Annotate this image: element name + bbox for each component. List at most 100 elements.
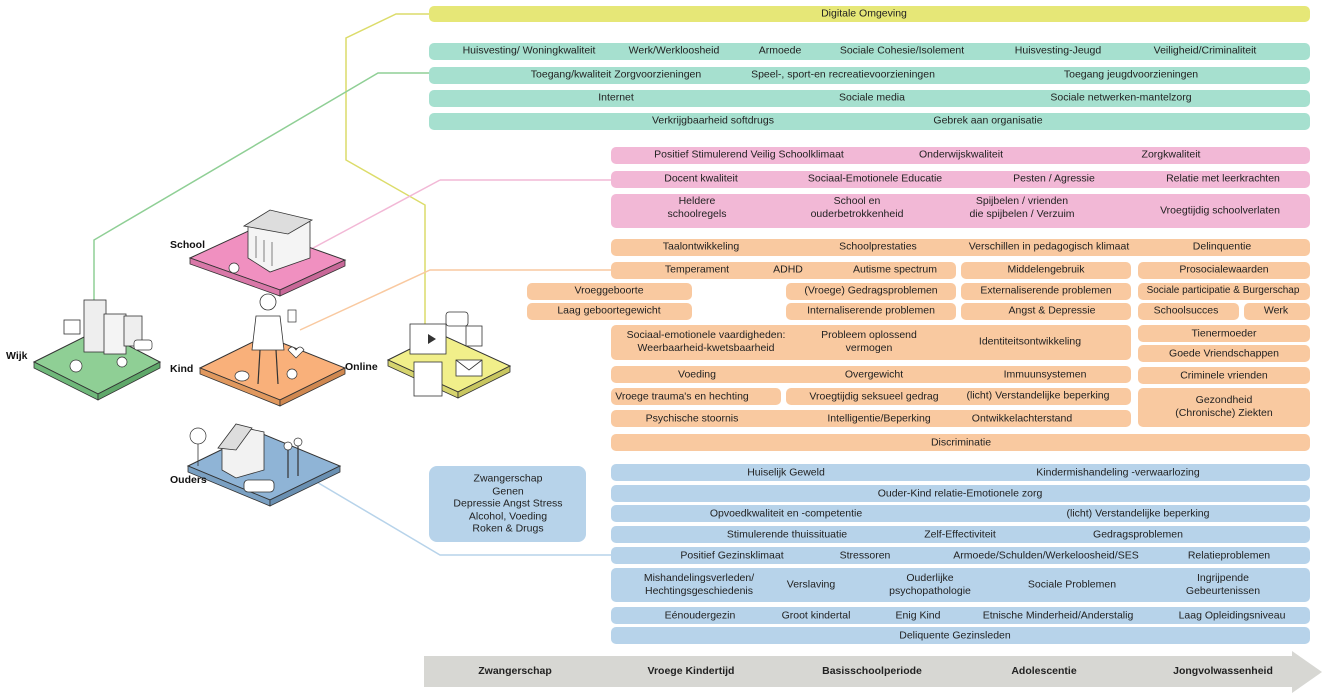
child-bar-2c [1138,262,1310,279]
child-item: Vroegtijdig seksueel gedrag [809,390,939,403]
connector-wijk [93,72,430,330]
digital-label: Digitale Omgeving [821,7,907,20]
connector-school [299,179,441,256]
kind-label: Kind [170,363,194,375]
digital-bar [429,6,1310,22]
parents-bar-4 [611,526,1310,543]
env-item: Speel-, sport-en recreatievoorzieningen [751,68,935,81]
child-item: Psychische stoornis [645,412,739,425]
child-item: Gezondheid (Chronische) Ziekten [1175,393,1273,419]
online-platform [386,311,512,399]
env-bar-1 [429,43,1310,60]
child-bar-2b [961,262,1131,279]
env-item: Huisvesting/ Woningkwaliteit [462,44,596,57]
parents-item: Relatieproblemen [1187,549,1271,562]
env-item: Toegang/kwaliteit Zorgvoorzieningen [530,68,702,81]
child-item: Externaliserende problemen [980,284,1112,297]
child-item: Immuunsystemen [1003,368,1087,381]
child-item: (licht) Verstandelijke beperking [966,389,1110,402]
env-bar-4 [429,113,1310,130]
parents-item: Positief Gezinsklimaat [680,549,784,562]
child-item: Goede Vriendschappen [1169,347,1279,360]
child-item: Angst & Depressie [1008,304,1096,317]
parents-item: Armoede/Schulden/Werkeloosheid/SES [953,549,1139,562]
parents-bar-6 [611,568,1310,602]
parents-item: Huiselijk Geweld [747,466,825,479]
child-item: Vroeggeboorte [574,284,644,297]
ouders-platform [186,423,342,507]
parents-bar-2 [611,485,1310,502]
child-item: Schoolsucces [1153,304,1219,317]
parents-bar-5 [611,547,1310,564]
env-bar-2 [429,67,1310,84]
connector-ouders [309,477,611,556]
parents-item: Verslaving [786,578,836,591]
child-item: Overgewicht [844,368,904,381]
school-item: Pesten / Agressie [1013,172,1095,185]
prenatal-box [429,466,586,542]
online-label: Online [345,361,378,373]
school-bar-2 [611,171,1310,188]
child-bar-1 [611,239,1310,256]
parents-item: Sociale Problemen [1027,578,1117,591]
parents-item: Deliquente Gezinsleden [899,629,1011,642]
child-item: Sociaal-emotionele vaardigheden: Weerbaa… [626,328,786,354]
school-bar-1 [611,147,1310,164]
child-item: Laag geboortegewicht [557,304,661,317]
child-item: Prosocialewaarden [1179,263,1269,276]
school-bar-3 [611,194,1310,228]
child-bar-4b [786,303,956,320]
ouders-label: Ouders [170,474,207,486]
parents-item: Laag Opleidingsniveau [1178,609,1286,622]
child-item: Internaliserende problemen [807,304,935,317]
env-item: Toegang jeugdvoorzieningen [1063,68,1199,81]
child-bar-6 [611,366,1131,383]
child-bar-5 [611,325,1131,360]
child-item: Tienermoeder [1191,327,1257,340]
connector-online [345,150,426,325]
child-bar-4c [961,303,1131,320]
school-item: School en ouderbetrokkenheid [810,194,904,220]
school-item: Positief Stimulerend Veilig Schoolklimaa… [654,148,844,161]
school-item: Spijbelen / vrienden die spijbelen / Ver… [969,194,1075,220]
child-item: Temperament [664,263,730,276]
parents-item: Zelf-Effectiviteit [924,528,996,541]
child-item: Taalontwikkeling [662,240,740,253]
child-bar-3b [786,283,956,300]
parents-item: (licht) Verstandelijke beperking [1066,507,1210,520]
parents-item: Stimulerende thuissituatie [726,528,848,541]
env-item: Veiligheid/Criminaliteit [1153,44,1257,57]
child-item: Probleem oplossend vermogen [821,328,917,354]
timeline-stage: Vroege Kindertijd [647,665,735,677]
child-item: ADHD [773,263,803,276]
child-bar-9 [611,434,1310,451]
parents-item: Etnische Minderheid/Anderstalig [982,609,1134,622]
school-label: School [170,239,206,251]
child-item: Autisme spectrum [852,263,938,276]
school-item: Onderwijskwaliteit [918,148,1004,161]
school-item: Sociaal-Emotionele Educatie [807,172,943,185]
child-item: Schoolprestaties [839,240,917,253]
child-bar-4e [1244,303,1310,320]
parents-bar-1 [611,464,1310,481]
parents-item: Kindermishandeling -verwaarlozing [1036,466,1200,479]
child-bar-7a [611,388,781,405]
env-item: Armoede [758,44,802,57]
parents-item: Ouder-Kind relatie-Emotionele zorg [877,487,1043,500]
kind-platform [198,293,347,407]
child-item: (Vroege) Gedragsproblemen [804,284,938,297]
child-bar-6b [1138,367,1310,384]
env-bar-3 [429,90,1310,107]
child-item: Voeding [678,368,716,381]
env-item: Verkrijgbaarheid softdrugs [652,114,774,127]
child-item: Delinquentie [1192,240,1252,253]
parents-item: Gedragsproblemen [1093,528,1183,541]
child-bar-7b [786,388,1131,405]
timeline-bar [424,656,1292,687]
child-bar-3d [1138,283,1310,300]
school-platform [188,209,347,297]
timeline-stage: Adolescentie [1011,665,1077,677]
env-item: Gebrek aan organisatie [933,114,1043,127]
connector-kind [299,269,611,331]
